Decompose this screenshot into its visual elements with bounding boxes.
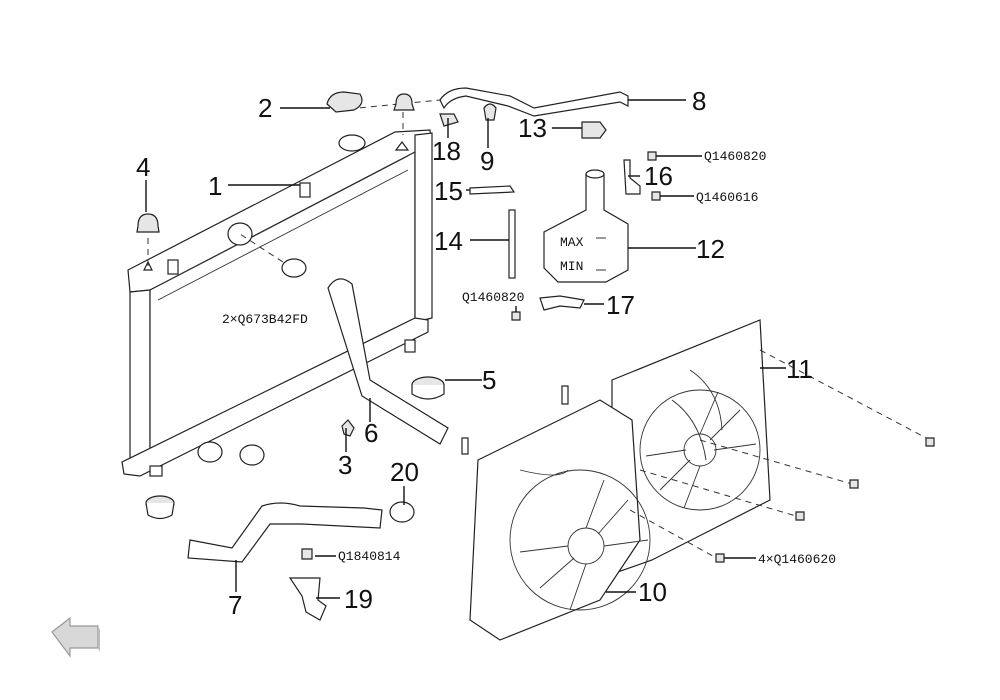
callout-14: 14 (434, 226, 463, 256)
clip-part-9 (483, 103, 497, 121)
plug-part-5 (411, 376, 445, 400)
bolt-q1840814 (301, 548, 313, 560)
code-q673b42fd: 2×Q673B42FD (222, 312, 308, 327)
callout-15: 15 (434, 176, 463, 206)
bolt-shroud-2 (849, 479, 859, 489)
callout-10: 10 (638, 577, 667, 607)
bolt-shroud-3 (795, 511, 805, 521)
callout-4: 4 (136, 152, 150, 182)
radiator (121, 129, 433, 477)
bolt-q1460820-top (647, 151, 657, 161)
overflow-hose-part-8 (439, 87, 629, 117)
fan-shroud-part-11 (611, 319, 771, 575)
clip-part-18 (439, 113, 459, 127)
callout-6: 6 (364, 418, 378, 448)
clip-part-near-hose (461, 437, 469, 455)
bolt-q1460616 (651, 191, 661, 201)
clip-part-near-shroud (561, 385, 569, 405)
callout-20: 20 (390, 457, 419, 487)
radiator-cap (393, 93, 415, 111)
bolt-q1460620 (715, 553, 725, 563)
tank-max-label: MAX (560, 235, 584, 250)
code-q1840814: Q1840814 (338, 549, 401, 564)
gasket-part-2 (326, 91, 363, 113)
drain-cap (145, 495, 175, 520)
hose-part-15 (469, 185, 516, 195)
clamp-part-20 (389, 501, 415, 523)
bolt-q1460820-mid (511, 311, 521, 321)
cap-part-4 (136, 213, 160, 233)
callout-19: 19 (344, 584, 373, 614)
tank-min-label: MIN (560, 259, 583, 274)
bracket-part-16 (623, 159, 641, 195)
hose-clamp (281, 258, 307, 278)
pipe-part-14 (508, 209, 516, 279)
callout-17: 17 (606, 290, 635, 320)
callout-9: 9 (480, 146, 494, 176)
back-arrow-icon[interactable] (51, 616, 100, 658)
callout-16: 16 (644, 161, 673, 191)
callout-3: 3 (338, 450, 352, 480)
code-q1460616: Q1460616 (696, 190, 758, 205)
clip-part-3 (341, 419, 355, 437)
callout-13: 13 (518, 113, 547, 143)
reservoir-tank-part-12 (543, 169, 629, 283)
callout-2: 2 (258, 93, 272, 123)
lower-hose-part-7 (187, 502, 383, 563)
connector-part-13 (581, 121, 607, 139)
code-q1460820-top: Q1460820 (704, 149, 766, 164)
callout-18: 18 (432, 136, 461, 166)
callout-8: 8 (692, 86, 706, 116)
fan-part-10 (469, 399, 651, 641)
code-q1460620: 4×Q1460620 (758, 552, 836, 567)
callout-5: 5 (482, 365, 496, 395)
callout-12: 12 (696, 234, 725, 264)
bolt-shroud-1 (925, 437, 935, 447)
callout-1: 1 (208, 171, 222, 201)
bracket-part-19 (288, 577, 327, 621)
code-q1460820-mid: Q1460820 (462, 290, 524, 305)
callout-7: 7 (228, 590, 242, 620)
upper-hose-part-6 (327, 278, 449, 445)
outlet-clamp (239, 444, 265, 466)
bracket-part-17 (539, 295, 585, 311)
callout-11: 11 (786, 354, 813, 384)
